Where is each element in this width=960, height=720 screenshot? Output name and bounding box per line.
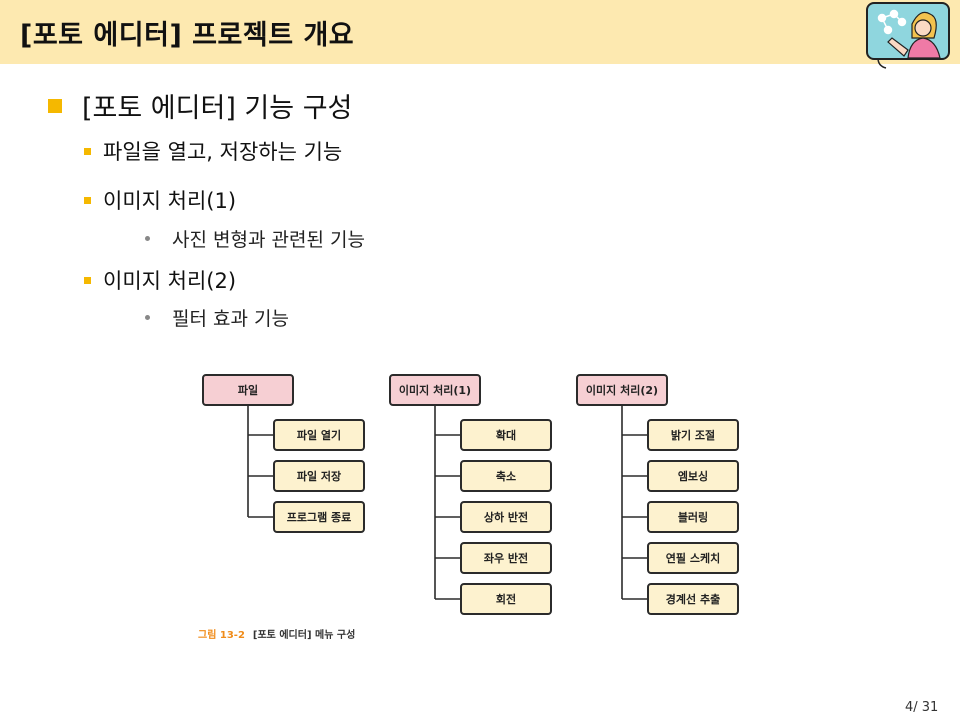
sub-bullet-item: 사진 변형과 관련된 기능 (145, 225, 365, 252)
bullet-text: 파일을 열고, 저장하는 기능 (103, 140, 343, 164)
speech-tail-icon (877, 58, 887, 69)
bullet-text: 이미지 처리(2) (103, 269, 237, 293)
diagram-group-title: 파일 (202, 374, 294, 406)
diagram-menu-item: 축소 (460, 460, 552, 492)
bullet-item: 파일을 열고, 저장하는 기능 (84, 136, 342, 166)
page-number: 4/ 31 (905, 700, 939, 715)
diagram-menu-item: 연필 스케치 (647, 542, 739, 574)
diagram-menu-item: 확대 (460, 419, 552, 451)
sub-bullet-item: 필터 효과 기능 (145, 304, 289, 331)
dot-bullet-icon (145, 236, 150, 241)
bullet-item: 이미지 처리(2) (84, 265, 236, 295)
section-heading: [포토 에디터] 기능 구성 (82, 93, 353, 124)
sub-bullet-text: 필터 효과 기능 (172, 308, 289, 330)
diagram-menu-item: 밝기 조절 (647, 419, 739, 451)
caption-number: 그림 13-2 (198, 630, 245, 641)
sub-bullet-text: 사진 변형과 관련된 기능 (172, 229, 365, 251)
diagram-menu-item: 경계선 추출 (647, 583, 739, 615)
presenter-avatar-icon (866, 2, 950, 60)
diagram-menu-item: 회전 (460, 583, 552, 615)
heading-bullet: [포토 에디터] 기능 구성 (48, 86, 352, 125)
square-bullet-icon (48, 98, 62, 113)
header-bar: [포토 에디터] 프로젝트 개요 (0, 0, 960, 64)
diagram-menu-item: 파일 열기 (273, 419, 365, 451)
diagram-menu-item: 좌우 반전 (460, 542, 552, 574)
diagram-menu-item: 파일 저장 (273, 460, 365, 492)
caption-text: [포토 에디터] 메뉴 구성 (252, 630, 356, 641)
dot-bullet-icon (145, 315, 150, 320)
diagram-menu-item: 상하 반전 (460, 501, 552, 533)
bullet-item: 이미지 처리(1) (84, 185, 236, 215)
square-bullet-icon (84, 147, 91, 155)
tree-connector-lines (247, 406, 647, 600)
diagram-group-title: 이미지 처리(2) (576, 374, 668, 406)
diagram-menu-item: 프로그램 종료 (273, 501, 365, 533)
page-title: [포토 에디터] 프로젝트 개요 (20, 20, 355, 51)
square-bullet-icon (84, 196, 91, 204)
diagram-menu-item: 블러링 (647, 501, 739, 533)
square-bullet-icon (84, 276, 91, 284)
diagram-group-title: 이미지 처리(1) (389, 374, 481, 406)
diagram-menu-item: 엠보싱 (647, 460, 739, 492)
figure-caption: 그림 13-2 [포토 에디터] 메뉴 구성 (198, 626, 355, 641)
bullet-text: 이미지 처리(1) (103, 189, 237, 213)
